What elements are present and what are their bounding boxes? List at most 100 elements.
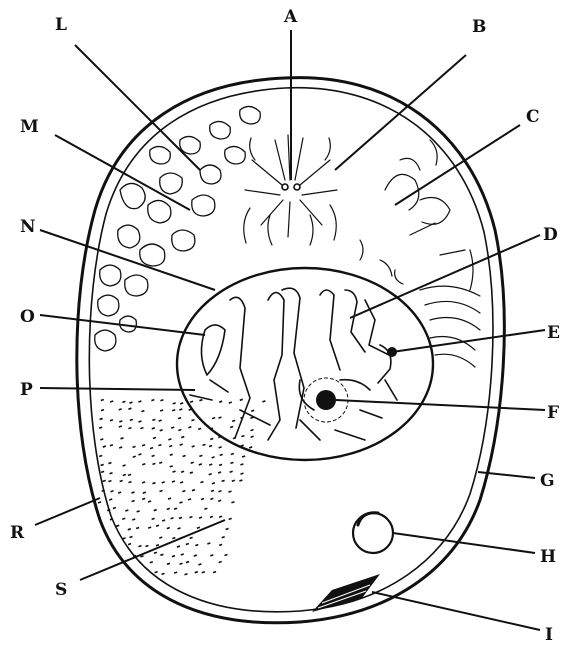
stipple-mark: [152, 483, 155, 484]
centriole-left: [282, 184, 288, 190]
nucleolus: [316, 390, 336, 410]
stipple-mark: [103, 446, 106, 447]
stipple-mark: [218, 500, 221, 501]
stipple-mark: [230, 471, 233, 472]
stipple-mark: [110, 473, 113, 474]
stipple-mark: [210, 498, 213, 499]
stipple-mark: [191, 462, 194, 463]
stipple-mark: [120, 438, 123, 439]
stipple-mark: [119, 447, 122, 448]
stipple-mark: [129, 402, 132, 403]
stipple-mark: [210, 439, 213, 440]
stipple-mark: [152, 518, 155, 519]
stipple-mark: [154, 510, 157, 511]
stipple-mark: [153, 438, 156, 439]
label-s: S: [55, 580, 67, 600]
stipple-mark: [160, 430, 163, 431]
stipple-mark: [195, 545, 198, 546]
stipple-mark: [177, 546, 180, 547]
stipple-mark: [145, 545, 148, 546]
stipple-mark: [137, 511, 140, 512]
stipple-mark: [262, 401, 265, 402]
stipple-mark: [199, 464, 202, 465]
stipple-mark: [123, 465, 126, 466]
stipple-mark: [197, 527, 200, 528]
stipple-mark: [160, 491, 163, 492]
stipple-mark: [136, 528, 139, 529]
stipple-mark: [138, 401, 141, 402]
stipple-mark: [240, 473, 243, 474]
stipple-mark: [119, 421, 122, 422]
stipple-mark: [219, 401, 222, 402]
stipple-mark: [101, 399, 104, 400]
stipple-mark: [212, 483, 215, 484]
stipple-mark: [162, 482, 165, 483]
stipple-mark: [179, 502, 182, 503]
label-h: H: [540, 547, 556, 567]
stipple-mark: [113, 508, 116, 509]
stipple-mark: [120, 480, 123, 481]
stipple-mark: [186, 543, 189, 544]
stipple-mark: [138, 454, 141, 455]
stipple-mark: [110, 445, 113, 446]
stipple-mark: [101, 410, 104, 411]
stipple-mark: [183, 455, 186, 456]
stipple-mark: [195, 572, 198, 573]
label-m: M: [20, 117, 39, 137]
stipple-mark: [168, 498, 171, 499]
stipple-mark: [191, 420, 194, 421]
stipple-mark: [110, 491, 113, 492]
stipple-mark: [171, 518, 174, 519]
stipple-mark: [229, 402, 232, 403]
diagram-labels: A B C D E F G H I L M N O P R S: [10, 7, 560, 645]
stipple-mark: [240, 464, 243, 465]
stipple-mark: [100, 418, 103, 419]
stipple-mark: [251, 410, 254, 411]
label-g: G: [540, 471, 555, 491]
stipple-mark: [212, 457, 215, 458]
stipple-mark: [239, 480, 242, 481]
stipple-mark: [172, 481, 175, 482]
stipple-mark: [128, 408, 131, 409]
stipple-mark: [181, 471, 184, 472]
stipple-mark: [228, 491, 231, 492]
stipple-mark: [204, 508, 207, 509]
stipple-mark: [159, 420, 162, 421]
stipple-mark: [201, 498, 204, 499]
stipple-mark: [142, 445, 145, 446]
stipple-mark: [198, 428, 201, 429]
stipple-mark: [110, 519, 113, 520]
stipple-mark: [170, 466, 173, 467]
centriole-right: [294, 184, 300, 190]
stipple-mark: [222, 480, 225, 481]
stipple-mark: [102, 490, 105, 491]
stipple-mark: [108, 481, 111, 482]
label-p: P: [20, 380, 33, 400]
label-b: B: [472, 17, 486, 37]
stipple-mark: [199, 517, 202, 518]
stipple-mark: [142, 464, 145, 465]
stipple-mark: [179, 517, 182, 518]
stipple-mark: [229, 518, 232, 519]
stipple-mark: [108, 463, 111, 464]
stipple-mark: [107, 510, 110, 511]
granular-cytoplasm-right: [360, 140, 480, 367]
stipple-mark: [232, 480, 235, 481]
stipple-mark: [172, 538, 175, 539]
stipple-mark: [123, 474, 126, 475]
stipple-mark: [99, 427, 102, 428]
stipple-mark: [200, 482, 203, 483]
vacuole-shading: [358, 513, 378, 525]
label-f: F: [547, 403, 559, 423]
stipple-mark: [218, 417, 221, 418]
stipple-mark: [226, 528, 229, 529]
stipple-mark: [138, 546, 141, 547]
stipple-mark: [192, 490, 195, 491]
stipple-mark: [178, 430, 181, 431]
stipple-mark: [143, 492, 146, 493]
stipple-mark: [219, 516, 222, 517]
stipple-mark: [182, 491, 185, 492]
label-n: N: [20, 217, 36, 237]
stipple-mark: [224, 555, 227, 556]
